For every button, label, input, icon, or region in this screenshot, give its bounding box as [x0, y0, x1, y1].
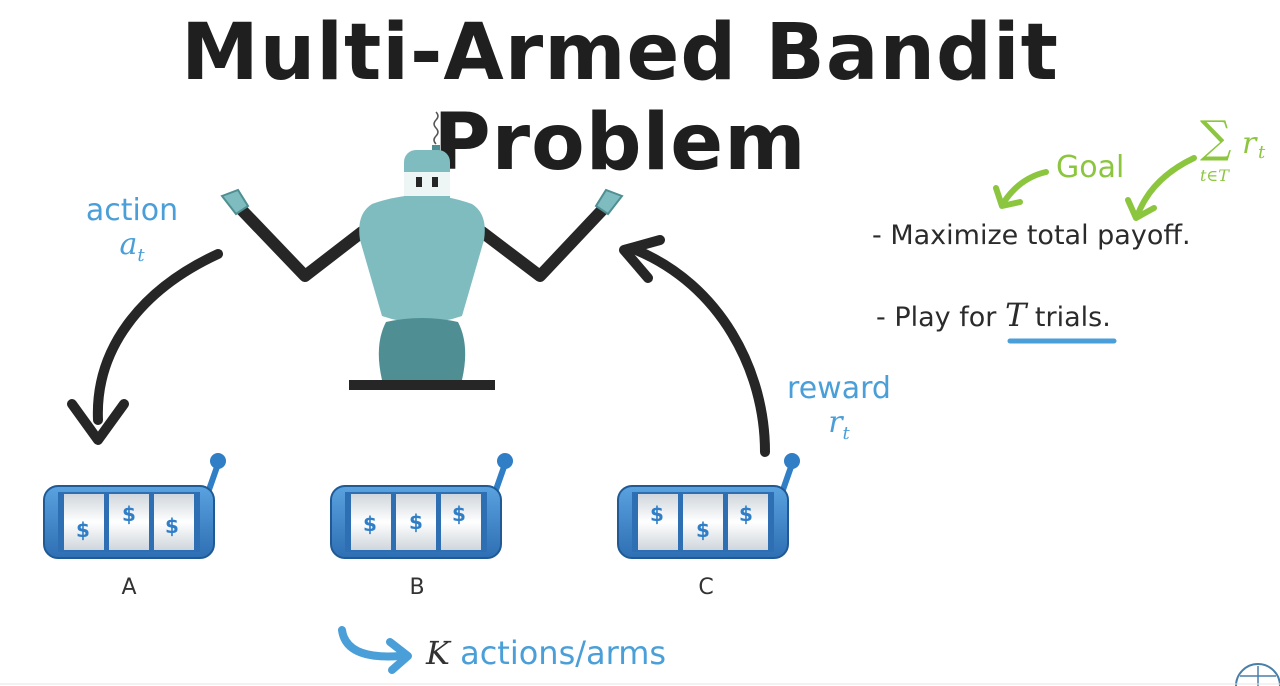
goal-arrow-icon — [993, 169, 1049, 209]
reward-symbol: rt — [780, 406, 898, 451]
action-word: action — [85, 193, 179, 228]
slot-machine-b-icon — [330, 453, 513, 559]
machine-a-symbols: $ $ $ — [44, 456, 214, 566]
machine-label-c: C — [698, 575, 714, 600]
bullet-text-before: Play for — [894, 302, 997, 333]
action-symbol: at — [80, 228, 184, 273]
bullet-play-for: - Play for T trials. — [876, 296, 1111, 334]
bullet-text: Maximize total payoff. — [890, 220, 1191, 251]
reward-arrow-icon — [619, 235, 770, 457]
sum-term: r — [1242, 126, 1257, 161]
bullet-dash: - — [876, 302, 886, 333]
reel-symbol: $ — [696, 518, 710, 542]
reward-word: reward — [787, 371, 891, 406]
trials-variable: T — [1004, 296, 1027, 334]
reward-label: reward rt — [780, 372, 898, 451]
machine-label-b: B — [409, 575, 425, 600]
reel-symbol: $ — [76, 518, 90, 542]
action-symbol-subscript: t — [137, 245, 145, 266]
slot-machine-a-icon — [43, 453, 226, 559]
page-title: Multi-Armed Bandit Problem — [181, 8, 1059, 188]
reel-symbol: $ — [409, 510, 423, 534]
sum-term-subscript: t — [1258, 142, 1266, 163]
reward-symbol-letter: r — [828, 405, 843, 440]
machine-c-symbols: $ $ $ — [618, 456, 788, 566]
k-actions-arrow-icon — [338, 626, 412, 674]
goal-label: Goal — [1056, 150, 1125, 185]
slot-machine-c-icon — [617, 453, 800, 559]
action-arrow-icon — [67, 249, 223, 445]
bullet-dash: - — [872, 220, 882, 251]
robot-icon — [220, 111, 624, 390]
logo-icon — [1235, 663, 1280, 686]
reel-symbol: $ — [452, 502, 466, 526]
sum-symbol: ∑ — [1200, 112, 1232, 163]
sum-under: t∈T — [1200, 166, 1229, 185]
machine-b-symbols: $ $ $ — [331, 456, 501, 566]
sum-arrow-icon — [1125, 155, 1197, 221]
action-symbol-letter: a — [119, 227, 138, 262]
bullet-maximize: - Maximize total payoff. — [872, 220, 1191, 251]
bullet-text-after: trials. — [1034, 302, 1111, 333]
reward-symbol-subscript: t — [842, 423, 850, 444]
reel-symbol: $ — [122, 502, 136, 526]
reel-symbol: $ — [363, 512, 377, 536]
action-label: action at — [80, 194, 184, 273]
machine-label-a: A — [121, 575, 137, 600]
k-actions-label: K actions/arms — [426, 634, 666, 672]
reel-symbol: $ — [650, 502, 664, 526]
k-variable: K — [426, 634, 450, 672]
reel-symbol: $ — [165, 514, 179, 538]
reel-symbol: $ — [739, 502, 753, 526]
k-actions-text: actions/arms — [460, 634, 667, 672]
sum-formula: ∑ r t t∈T — [1198, 112, 1278, 192]
